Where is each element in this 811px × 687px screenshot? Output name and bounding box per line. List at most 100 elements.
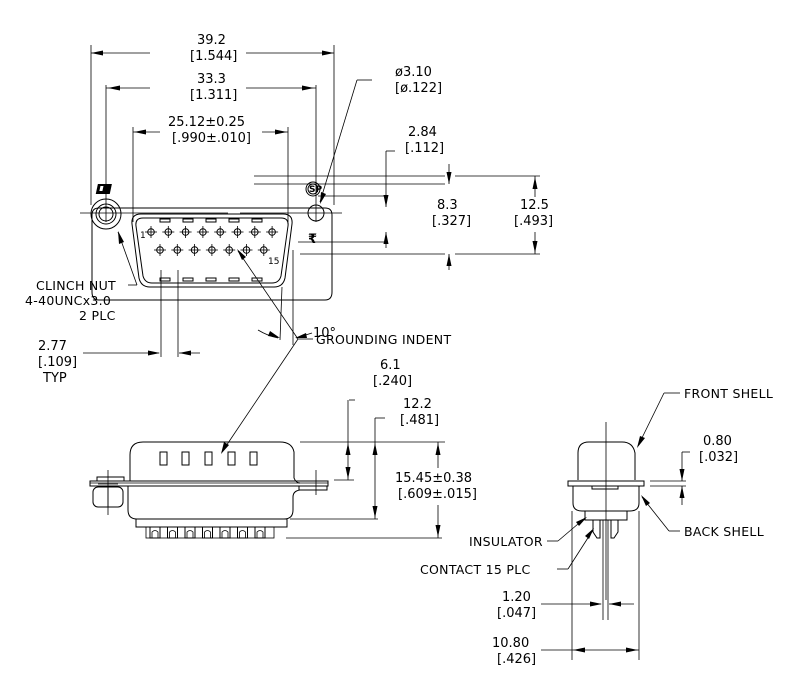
pin-15-label: 15 <box>268 257 279 267</box>
dim-hole-offset: 2.84 [.112] <box>298 125 444 248</box>
overall-width-in: [1.544] <box>190 49 237 64</box>
side-contact <box>254 526 266 539</box>
dim-pitch: 2.77 [.109] TYP <box>38 270 200 386</box>
side-insulator <box>135 518 288 528</box>
pin-3 <box>179 226 192 238</box>
dim-overall-height: 15.45±0.38 [.609±.015] <box>286 442 477 539</box>
side-contact <box>149 526 161 539</box>
side-contact <box>167 526 178 539</box>
contact-label: CONTACT 15 PLC <box>420 562 531 577</box>
callout-front-shell: FRONT SHELL <box>637 386 773 448</box>
grounding-indents-bottom <box>159 277 263 282</box>
flange-thickness-in: [.032] <box>699 450 738 465</box>
side-front-shell <box>129 441 301 484</box>
end-view <box>567 422 645 660</box>
side-contact-row <box>145 526 275 539</box>
side-contact <box>237 526 248 539</box>
side-contact <box>219 526 231 539</box>
end-insulator <box>584 510 628 521</box>
hole-diameter-mm: ø3.10 <box>395 65 432 80</box>
end-front-shell <box>577 441 636 480</box>
flange-thickness-mm: 0.80 <box>703 434 732 449</box>
flange-height-mm: 12.5 <box>520 198 549 213</box>
body-height-mm: 12.2 <box>403 397 432 412</box>
ul-logo-icon <box>95 184 112 194</box>
callout-insulator: INSULATOR <box>469 517 587 549</box>
shell-height-in: [.327] <box>432 214 471 229</box>
side-flange <box>89 480 329 487</box>
clinch-nut-line1: CLINCH NUT <box>36 278 116 293</box>
shell-width-in: [.990±.010] <box>172 131 251 146</box>
angle-label: 10° <box>313 326 336 341</box>
pin-10 <box>171 244 184 256</box>
dim-shell-height: 8.3 [.327] <box>254 164 471 270</box>
mount-spacing-in: [1.311] <box>190 88 237 103</box>
pin-8 <box>266 226 279 238</box>
callout-grounding-indent: GROUNDING INDENT <box>221 249 451 454</box>
clinch-nut-line3: 2 PLC <box>79 308 116 323</box>
pin-4 <box>196 226 209 238</box>
callout-back-shell: BACK SHELL <box>641 495 764 539</box>
pin-12 <box>205 244 218 256</box>
side-back-shell <box>127 486 301 520</box>
clinch-nut-line2: 4-40UNCx3.0 <box>25 293 111 308</box>
pitch-note: TYP <box>42 371 67 386</box>
shell-height-mm: 8.3 <box>437 198 458 213</box>
pin-14 <box>240 244 253 256</box>
dim-contact-width: 1.20 [.047] <box>497 590 634 621</box>
side-contact <box>202 526 213 539</box>
shell-outer <box>131 213 293 288</box>
pin-1 <box>145 226 157 238</box>
grounding-indent-label: GROUNDING INDENT <box>316 332 451 347</box>
pin-15 <box>257 244 270 256</box>
dim-angle: 10° <box>257 250 336 345</box>
pin-5 <box>214 226 227 238</box>
contact-width-in: [.047] <box>497 606 536 621</box>
pitch-mm: 2.77 <box>38 339 67 354</box>
dim-body-height: 12.2 [.481] <box>290 397 439 520</box>
back-shell-label: BACK SHELL <box>684 524 764 539</box>
front-height-in: [.240] <box>373 374 412 389</box>
dim-body-depth: 10.80 [.426] <box>492 636 639 667</box>
grounding-indents-top <box>159 218 263 223</box>
shell-width-mm: 25.12±0.25 <box>168 115 245 130</box>
pin-7 <box>248 226 261 238</box>
hole-offset-in: [.112] <box>405 141 444 156</box>
flange-height-in: [.493] <box>514 214 553 229</box>
dim-hole-diameter: ø3.10 [ø.122] <box>319 65 442 204</box>
side-contacts <box>145 526 275 539</box>
callout-contact: CONTACT 15 PLC <box>420 528 594 577</box>
pin-13 <box>223 244 236 256</box>
pin-6 <box>231 226 244 238</box>
dim-overall-width: 39.2 [1.544] <box>90 33 335 205</box>
contact-width-mm: 1.20 <box>502 590 531 605</box>
body-height-in: [.481] <box>400 413 439 428</box>
pin-1-label: 1 <box>140 231 146 241</box>
contact-pins <box>145 226 279 256</box>
mount-spacing-mm: 33.3 <box>197 72 226 87</box>
dim-front-height: 6.1 [.240] <box>300 358 445 481</box>
hole-diameter-in: [ø.122] <box>395 81 442 96</box>
flange-outline <box>91 207 333 301</box>
pin-2 <box>162 226 175 238</box>
pitch-in: [.109] <box>38 355 77 370</box>
te-logo-icon: ₹ <box>308 232 317 247</box>
overall-width-mm: 39.2 <box>197 33 226 48</box>
callout-clinch-nut: CLINCH NUT 4-40UNCx3.0 2 PLC <box>25 231 138 323</box>
overall-height-mm: 15.45±0.38 <box>395 471 472 486</box>
dim-flange-height: 12.5 [.493] <box>455 175 553 255</box>
side-view <box>89 441 329 539</box>
body-depth-in: [.426] <box>497 652 536 667</box>
dim-mount-spacing: 33.3 [1.311] <box>106 72 316 103</box>
body-depth-mm: 10.80 <box>492 636 529 651</box>
pin-9 <box>154 244 166 256</box>
dim-flange-thickness: 0.80 [.032] <box>650 434 738 505</box>
side-contact <box>184 526 196 539</box>
overall-height-in: [.609±.015] <box>398 487 477 502</box>
hole-offset-mm: 2.84 <box>408 125 437 140</box>
dim-shell-width: 25.12±0.25 [.990±.010] <box>132 115 289 222</box>
front-shell-label: FRONT SHELL <box>684 386 773 401</box>
front-height-mm: 6.1 <box>380 358 401 373</box>
insulator-label: INSULATOR <box>469 534 543 549</box>
